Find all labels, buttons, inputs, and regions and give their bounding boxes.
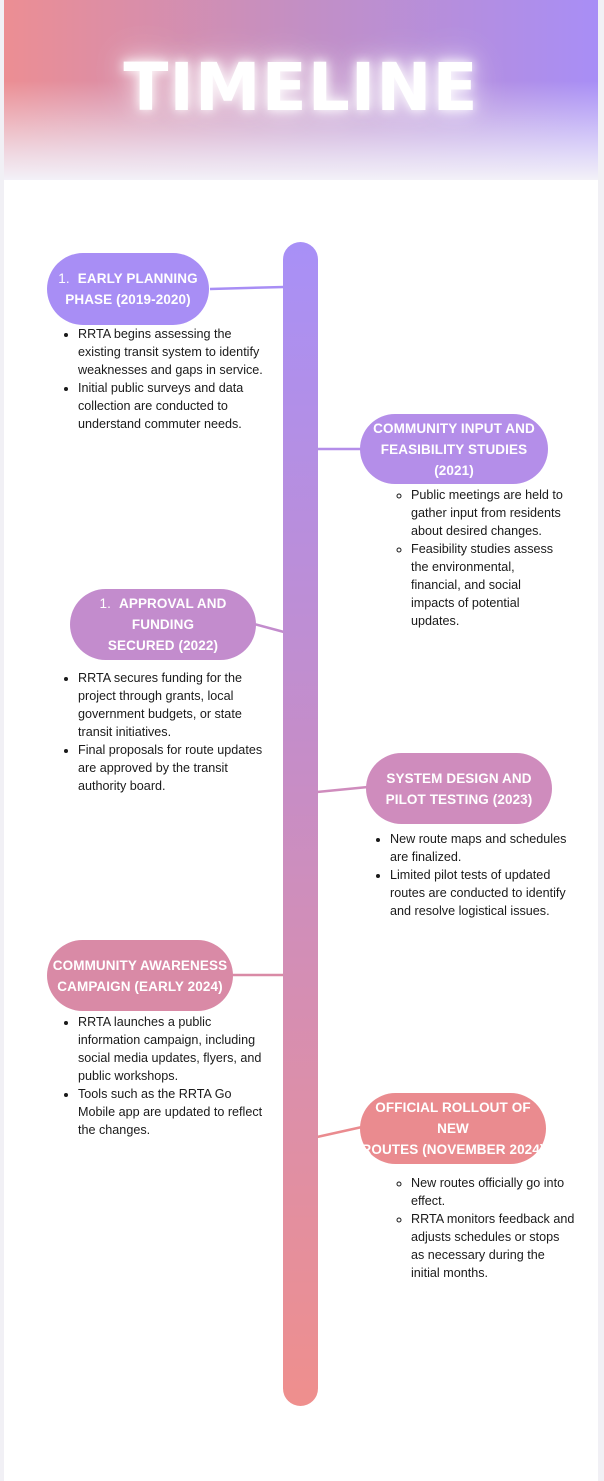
connector-line-1 [209, 285, 285, 291]
milestone-1-bullets: RRTA begins assessing the existing trans… [62, 325, 268, 433]
milestone-1-title-line2: PHASE (2019-2020) [65, 292, 191, 307]
milestone-5-title-line2: CAMPAIGN (EARLY 2024) [57, 978, 223, 994]
page-title: TIMELINE [123, 49, 479, 126]
milestone-2-label: COMMUNITY INPUT AND FEASIBILITY STUDIES … [360, 414, 548, 484]
milestone-3-number: 1. [99, 596, 111, 611]
connector-line-3 [253, 622, 285, 634]
milestone-3-bullet-1: RRTA secures funding for the project thr… [78, 669, 278, 741]
connector-line-4 [316, 785, 369, 794]
milestone-6-title-line2: ROUTES (NOVEMBER 2024) [361, 1142, 545, 1157]
milestone-4-bullet-1: New route maps and schedules are finaliz… [390, 830, 570, 866]
milestone-4-bullets: New route maps and schedules are finaliz… [374, 830, 570, 920]
header-banner: TIMELINE [4, 0, 598, 180]
milestone-5-label: COMMUNITY AWARENESS CAMPAIGN (EARLY 2024… [47, 940, 233, 1011]
milestone-4-bullet-2: Limited pilot tests of updated routes ar… [390, 866, 570, 920]
milestone-5-bullet-2: Tools such as the RRTA Go Mobile app are… [78, 1085, 268, 1139]
connector-line-6 [316, 1125, 363, 1139]
milestone-3-title-line1: APPROVAL AND FUNDING [119, 596, 227, 632]
timeline-axis [283, 242, 318, 1406]
milestone-3-bullets: RRTA secures funding for the project thr… [62, 669, 278, 795]
milestone-6-label: OFFICIAL ROLLOUT OF NEW ROUTES (NOVEMBER… [360, 1093, 546, 1164]
milestone-3-bullet-2: Final proposals for route updates are ap… [78, 741, 278, 795]
milestone-2-title-line1: COMMUNITY INPUT AND [373, 420, 535, 436]
milestone-1-bullet-1: RRTA begins assessing the existing trans… [78, 325, 268, 379]
milestone-1-title-line1: EARLY PLANNING [77, 271, 198, 286]
milestone-1-number: 1. [58, 271, 70, 286]
milestone-6-bullet-1: New routes officially go into effect. [411, 1174, 576, 1210]
milestone-1-label: 1. EARLY PLANNING PHASE (2019-2020) [47, 253, 209, 325]
milestone-5-bullet-1: RRTA launches a public information campa… [78, 1013, 268, 1085]
milestone-2-bullets: Public meetings are held to gather input… [395, 486, 566, 630]
milestone-4-title-line2: PILOT TESTING (2023) [385, 791, 533, 807]
milestone-2-bullet-2: Feasibility studies assess the environme… [411, 540, 566, 630]
milestone-2-title-line2: FEASIBILITY STUDIES (2021) [380, 441, 528, 478]
milestone-5-title-line1: COMMUNITY AWARENESS [52, 957, 228, 973]
milestone-4-title-line1: SYSTEM DESIGN AND [386, 770, 532, 786]
milestone-3-label: 1. APPROVAL AND FUNDING SECURED (2022) [70, 589, 256, 660]
milestone-3-title-line2: SECURED (2022) [107, 638, 219, 653]
milestone-6-title-line1: OFFICIAL ROLLOUT OF NEW [375, 1100, 531, 1136]
milestone-2-bullet-1: Public meetings are held to gather input… [411, 486, 566, 540]
milestone-6-bullets: New routes officially go into effect. RR… [395, 1174, 576, 1282]
milestone-5-bullets: RRTA launches a public information campa… [62, 1013, 268, 1139]
milestone-1-bullet-2: Initial public surveys and data collecti… [78, 379, 268, 433]
milestone-6-bullet-2: RRTA monitors feedback and adjusts sched… [411, 1210, 576, 1282]
milestone-4-label: SYSTEM DESIGN AND PILOT TESTING (2023) [366, 753, 552, 824]
